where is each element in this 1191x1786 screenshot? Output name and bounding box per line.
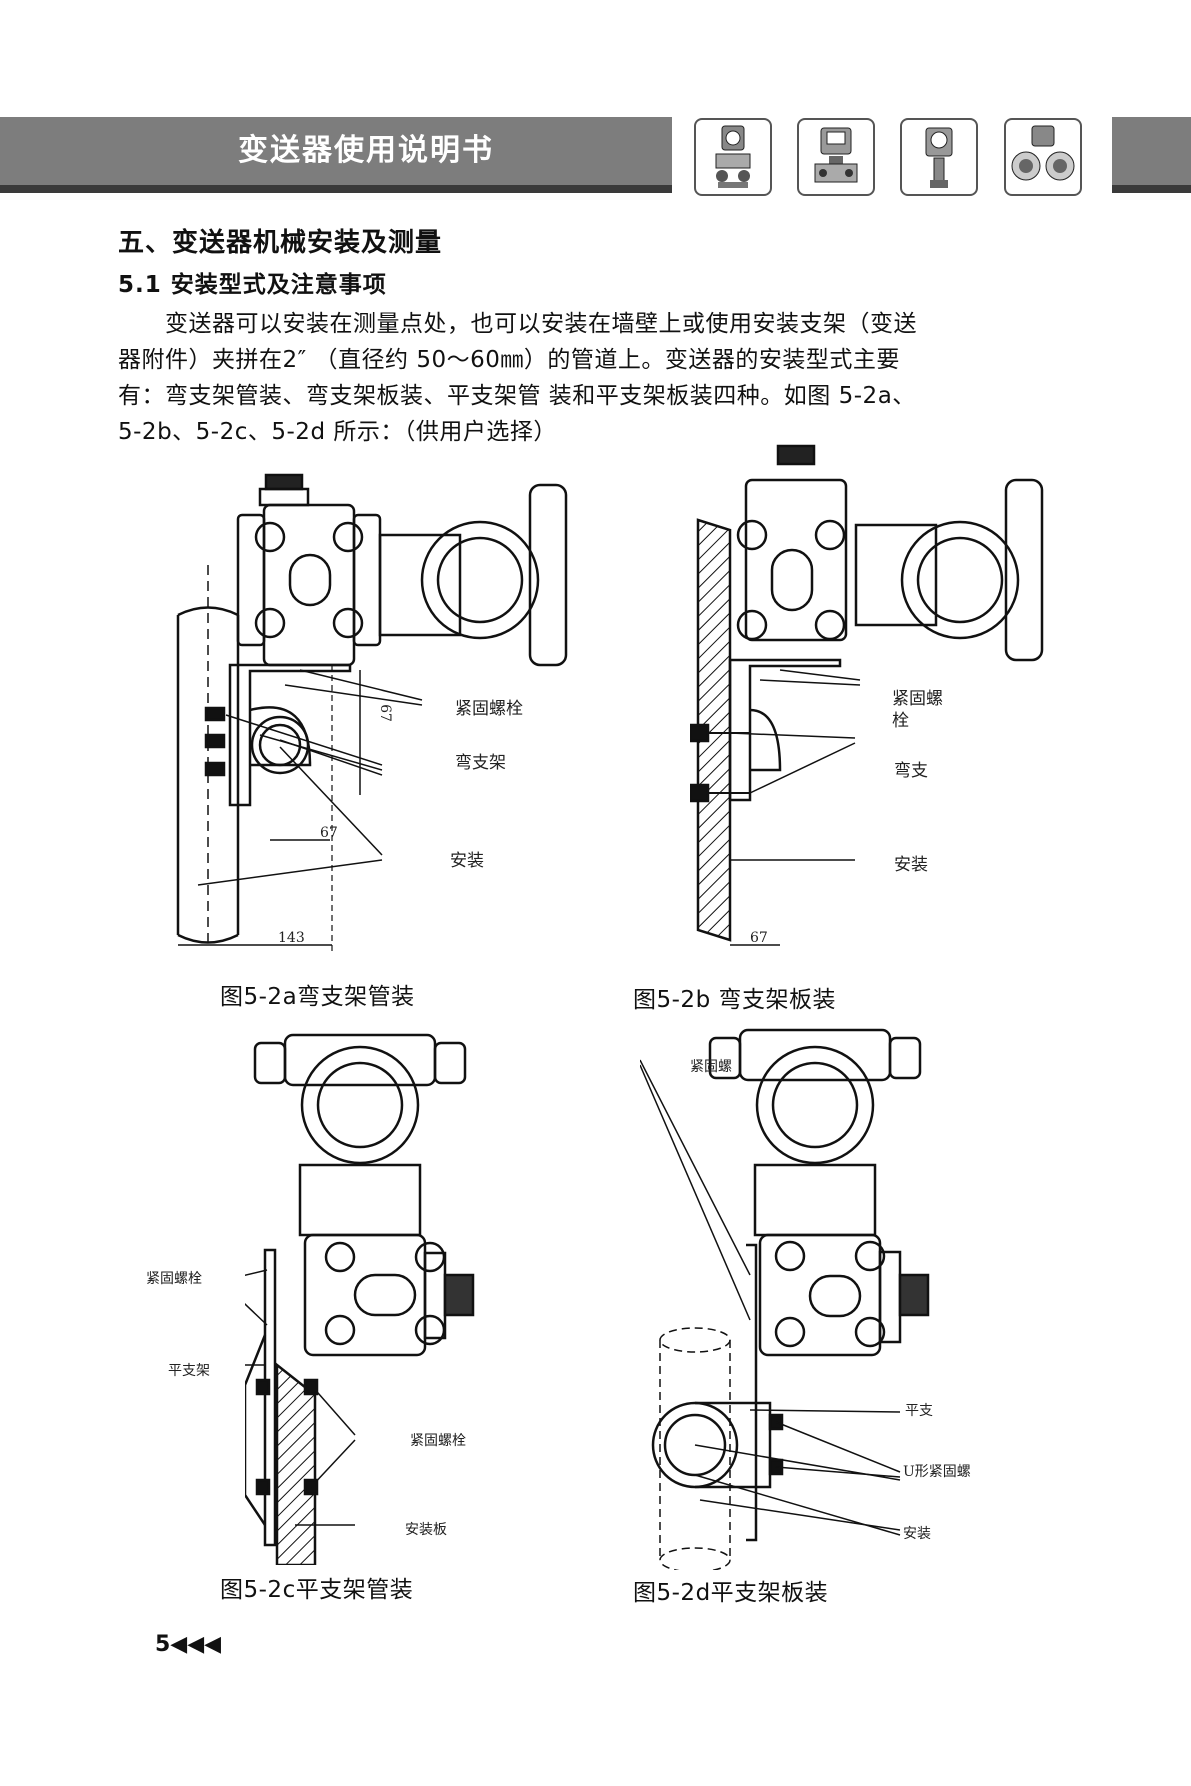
figure-5-2c-drawing [245,1033,475,1565]
paragraph-line: 有：弯支架管装、弯支架板装、平支架管 装和平支架板装四种。如图 5-2a、 [118,383,916,409]
fig-b-dim-width: 67 [750,930,768,946]
figure-5-2d-caption: 图5-2d平支架板装 [633,1580,829,1606]
fig-c-bolt-top-label: 紧固螺栓 [146,1271,202,1287]
page-title: 变送器使用说明书 [238,133,494,168]
fig-c-bolt-bottom-label: 紧固螺栓 [410,1433,466,1449]
fig-d-install-label: 安装 [903,1526,931,1542]
fig-a-install-label: 安装 [450,851,484,871]
figure-5-2a-caption: 图5-2a弯支架管装 [220,984,415,1010]
transmitter-thumb-2-icon [797,118,875,196]
transmitter-thumb-1-icon [694,118,772,196]
fig-a-dim-width: 143 [278,930,305,946]
header-band [0,117,672,191]
figure-5-2c-caption: 图5-2c平支架管装 [220,1577,414,1603]
fig-b-bolt-label-2: 栓 [892,711,909,731]
figure-5-2a-drawing [176,473,568,955]
fig-b-install-label: 安装 [894,855,928,875]
section-heading: 五、变送器机械安装及测量 [118,228,443,258]
paragraph-line: 5-2b、5-2c、5-2d 所示：（供用户选择） [118,419,557,445]
paragraph-line: 变送器可以安装在测量点处，也可以安装在墙壁上或使用安装支架（变送 [118,311,917,337]
fig-a-bracket-label: 弯支架 [455,753,506,773]
header-rule-right [1112,185,1191,193]
fig-c-plate-label: 安装板 [405,1522,447,1538]
fig-c-bracket-label: 平支架 [168,1363,210,1379]
figure-5-2d-drawing [640,1028,930,1570]
fig-a-dim-height: 67 [376,704,393,722]
figure-5-2b-drawing [690,444,1044,946]
page-number: 5◀◀◀ [155,1632,222,1657]
fig-b-bolt-label-1: 紧固螺 [892,689,943,709]
fig-a-bolt-label: 紧固螺栓 [455,699,523,719]
fig-d-ubolt-label: U形紧固螺 [903,1464,971,1480]
header-rule [0,185,672,193]
section-subheading: 5.1 安装型式及注意事项 [118,272,387,298]
header-band-right [1112,117,1191,191]
fig-d-bracket-label: 平支 [905,1403,933,1419]
fig-a-dim-offset: 67 [320,825,338,841]
intro-paragraph: 变送器可以安装在测量点处，也可以安装在墙壁上或使用安装支架（变送 器附件）夹拼在… [118,306,1103,450]
fig-b-bracket-label: 弯支 [894,761,928,781]
paragraph-line: 器附件）夹拼在2″ （直径约 50～60㎜）的管道上。变送器的安装型式主要 [118,347,900,373]
transmitter-thumb-3-icon [900,118,978,196]
fig-d-bolt-label: 紧固螺 [690,1059,732,1075]
transmitter-thumb-4-icon [1004,118,1082,196]
figure-5-2b-caption: 图5-2b 弯支架板装 [633,987,836,1013]
